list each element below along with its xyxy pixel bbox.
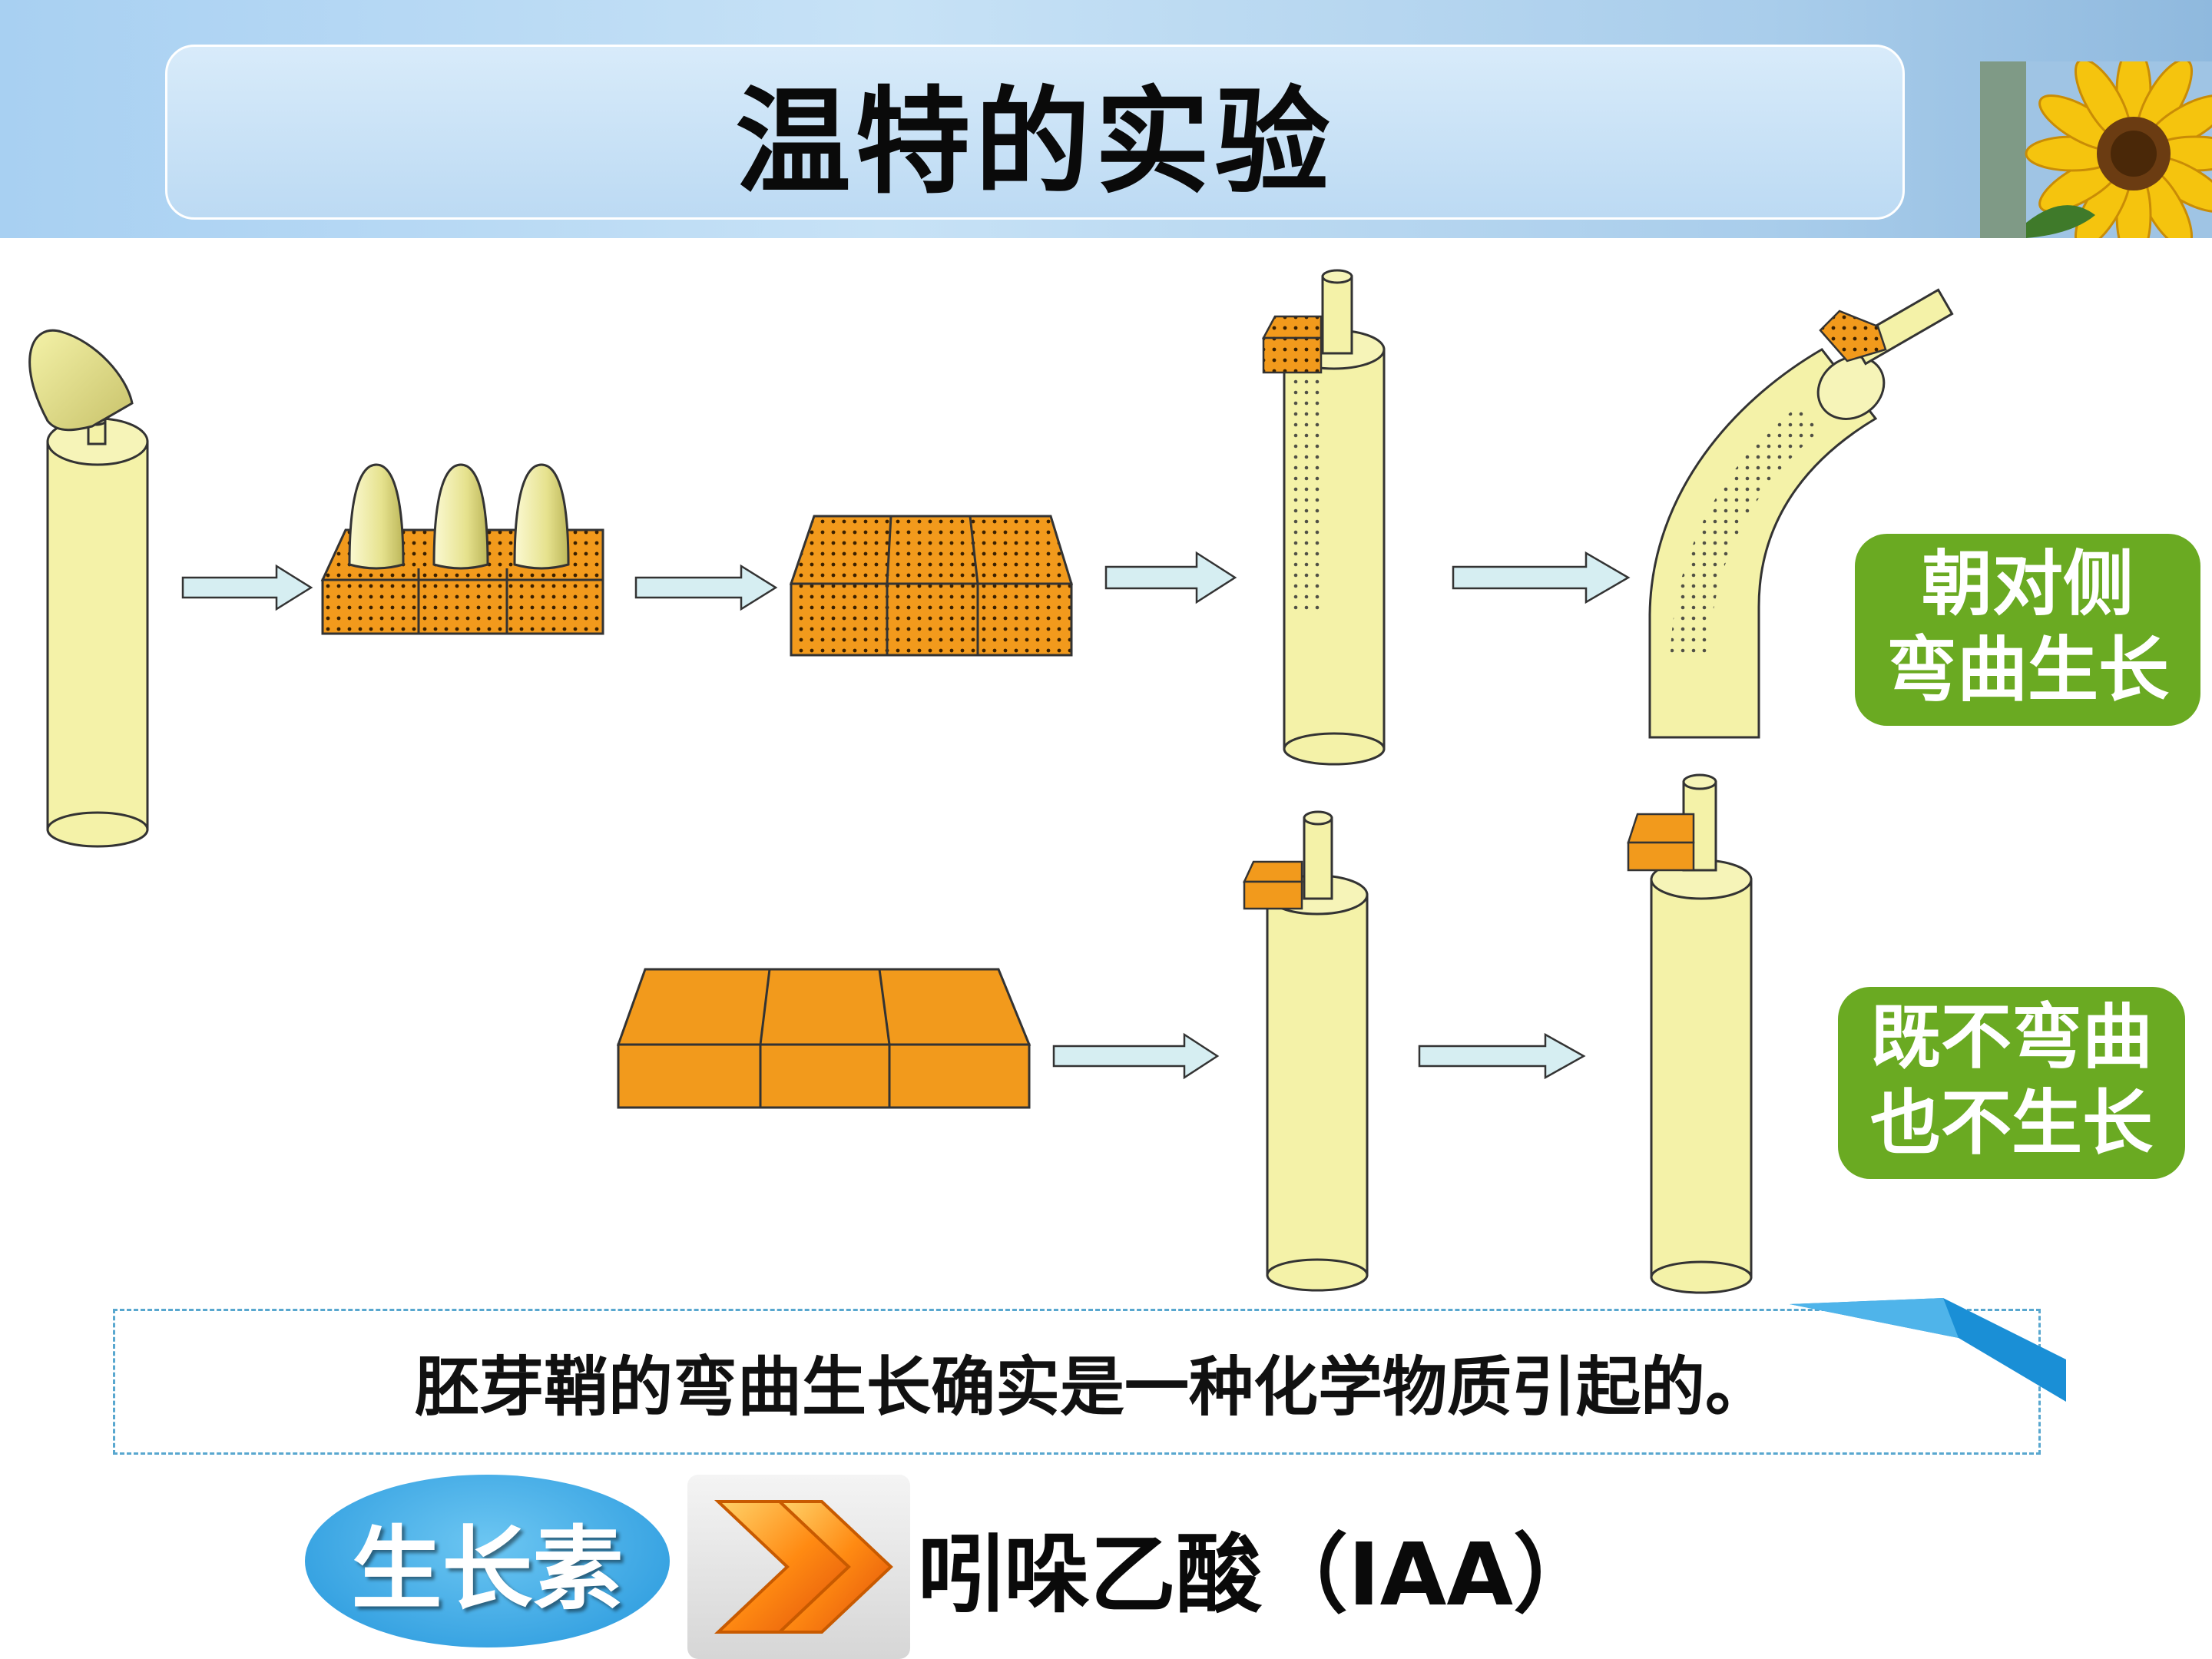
term-text: 生长素 [351, 1516, 624, 1622]
result-line: 既不弯曲 [1869, 996, 2153, 1078]
page-title: 温特的实验 [735, 75, 1335, 210]
control-stem [1243, 810, 1369, 1292]
right-arrow-icon [1452, 551, 1631, 604]
term-oval: 生长素 [305, 1475, 670, 1647]
right-arrow-icon [181, 564, 313, 611]
result-badge-bent: 朝对侧 弯曲生长 [1855, 534, 2200, 726]
ribbon-decoration [1790, 1298, 2066, 1402]
result-line: 也不生长 [1869, 1082, 2153, 1164]
treated-agar-block [789, 515, 1074, 657]
conclusion-box: 胚芽鞘的弯曲生长确实是一种化学物质引起的。 [113, 1309, 2041, 1455]
control-stem-result [1627, 773, 1753, 1294]
right-arrow-icon [634, 564, 778, 611]
tips-on-agar-block [320, 463, 604, 635]
coleoptile-with-cut-tip [28, 329, 149, 848]
title-box: 温特的实验 [165, 45, 1905, 220]
chevron-icon [687, 1475, 910, 1659]
conclusion-text: 胚芽鞘的弯曲生长确实是一种化学物质引起的。 [414, 1349, 1770, 1425]
result-line: 朝对侧 [1921, 543, 2134, 625]
stem-with-treated-block [1261, 269, 1386, 766]
untreated-agar-block [616, 968, 1031, 1109]
bent-stem [1648, 288, 1954, 739]
right-arrow-icon [1104, 551, 1237, 604]
right-arrow-icon [1052, 1032, 1220, 1080]
right-arrow-icon [1418, 1032, 1586, 1080]
sunflower-icon [1980, 61, 2212, 238]
result-badge-none: 既不弯曲 也不生长 [1838, 987, 2185, 1179]
definition-text: 吲哚乙酸（IAA） [918, 1525, 1600, 1625]
result-line: 弯曲生长 [1886, 629, 2169, 711]
